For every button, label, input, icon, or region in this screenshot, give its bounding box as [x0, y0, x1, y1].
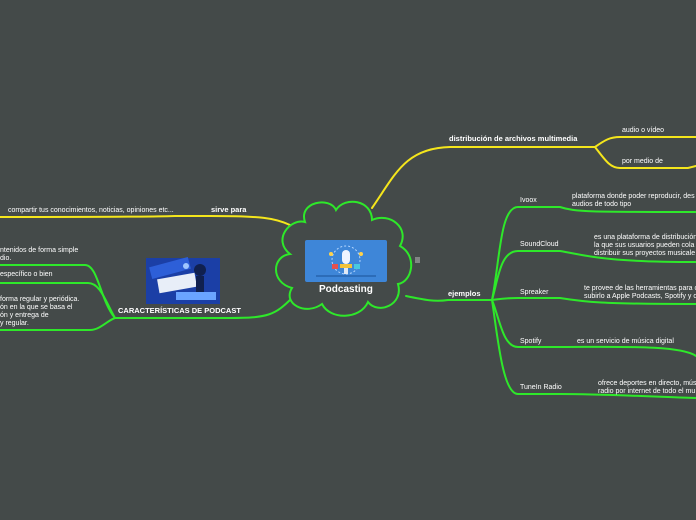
ejemplo-spreaker-name[interactable]: Spreaker: [520, 289, 549, 296]
caracteristica-1-line-2[interactable]: dio.: [0, 255, 12, 262]
connector-ejemplos: [405, 295, 493, 302]
ejemplo-tunein-desc-2[interactable]: radio por internet de todo el mu: [598, 388, 696, 395]
caracteristica-2-line-1[interactable]: específico o bien: [0, 271, 53, 278]
ejemplo-ivoox-name[interactable]: Ivoox: [520, 197, 537, 204]
ejemplo-spotify-desc-1[interactable]: es un servicio de música digital: [577, 338, 674, 345]
caracteristica-3-line-2[interactable]: ón en la que se basa el: [0, 304, 73, 311]
ejemplo-soundcloud-desc-2[interactable]: la que sus usuarios pueden cola: [594, 242, 695, 249]
caracteristica-3-line-3[interactable]: ón y entrega de: [0, 312, 49, 319]
connector-car-3: [0, 317, 116, 331]
characteristics-image: [146, 257, 220, 304]
connector-caracteristicas: [114, 297, 293, 319]
connector-audio-video: [594, 136, 696, 148]
ejemplo-ivoox-desc-1[interactable]: plataforma donde poder reproducir, des: [572, 193, 695, 200]
connector-ivoox: [491, 206, 696, 301]
connector-por-medio: [594, 146, 696, 169]
connector-distribucion: [371, 146, 596, 209]
branch-sirve-para-label[interactable]: sirve para: [211, 205, 247, 214]
connector-tunein: [491, 299, 696, 399]
ejemplo-soundcloud-name[interactable]: SoundCloud: [520, 241, 559, 248]
connector-sirve-para: [0, 215, 291, 226]
caracteristica-1-line-1[interactable]: ntenidos de forma simple: [0, 247, 79, 254]
connector-soundcloud: [491, 250, 696, 301]
branch-ejemplos-label[interactable]: ejemplos: [448, 289, 481, 298]
ejemplo-spotify-name[interactable]: Spotify: [520, 338, 542, 345]
sirve-para-child[interactable]: compartir tus conocimientos, noticias, o…: [8, 207, 174, 214]
ejemplo-spreaker-desc-2[interactable]: subirlo a Apple Podcasts, Spotify y o: [584, 293, 696, 300]
notes-icon[interactable]: [415, 257, 420, 263]
branch-caracteristicas-label[interactable]: CARACTERÍSTICAS DE PODCAST: [118, 306, 241, 315]
distribucion-child-audio-video[interactable]: audio o vídeo: [622, 127, 665, 134]
caracteristica-3-line-4[interactable]: y regular.: [0, 320, 29, 327]
ejemplo-spreaker-desc-1[interactable]: te provee de las herramientas para c: [584, 285, 696, 292]
podcast-microphone-icon: [342, 250, 350, 264]
ejemplo-soundcloud-desc-3[interactable]: distribuir sus proyectos musicale: [594, 250, 696, 257]
branch-distribucion-label[interactable]: distribución de archivos multimedia: [449, 134, 578, 143]
connector-spotify: [491, 299, 696, 357]
connector-spreaker: [491, 297, 696, 305]
ejemplo-soundcloud-desc-1[interactable]: es una plataforma de distribución: [594, 234, 696, 241]
connector-car-2: [0, 282, 116, 319]
caracteristica-3-line-1[interactable]: forma regular y periódica.: [0, 296, 80, 303]
center-image: [305, 240, 387, 282]
ejemplo-tunein-name[interactable]: TuneIn Radio: [520, 384, 562, 391]
ejemplo-ivoox-desc-2[interactable]: audios de todo tipo: [572, 201, 632, 208]
ejemplo-tunein-desc-1[interactable]: ofrece deportes en directo, músi: [598, 380, 696, 387]
center-title[interactable]: Podcasting: [319, 284, 373, 295]
distribucion-child-por-medio[interactable]: por medio de: [622, 158, 663, 165]
